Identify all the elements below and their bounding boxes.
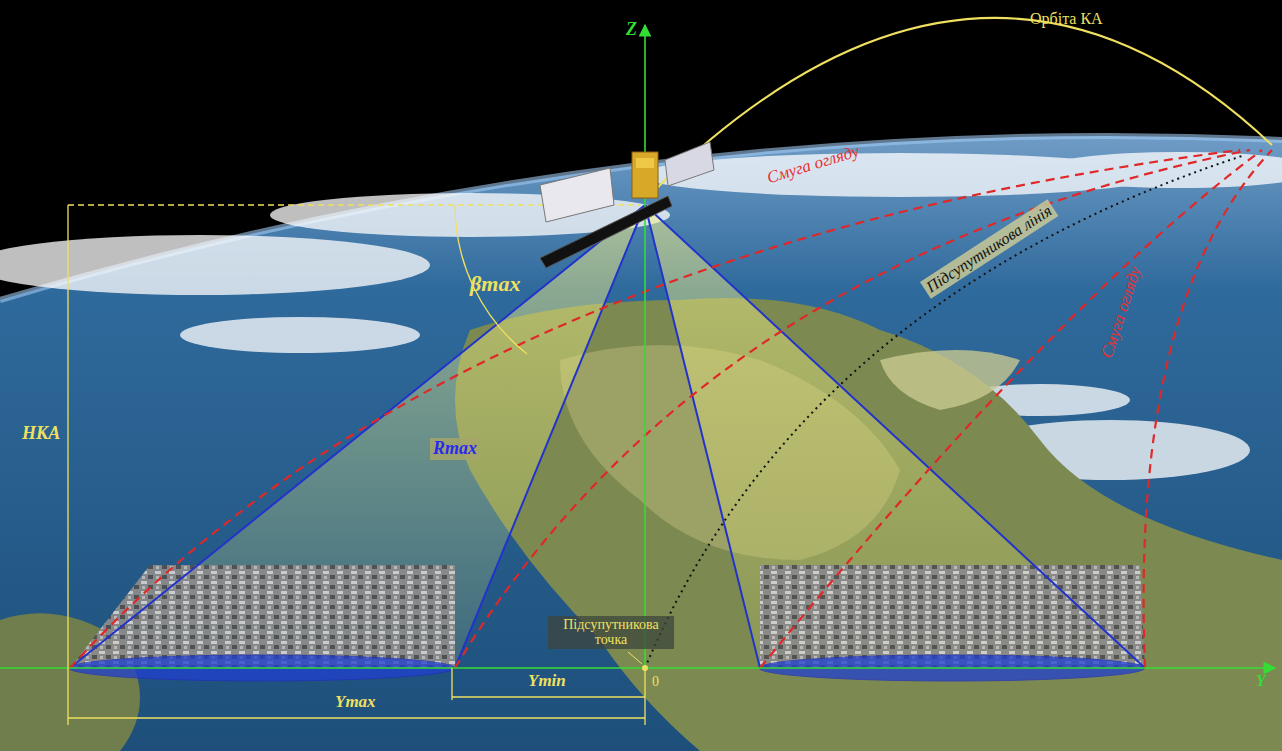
swath-label: Смуга огляду [1098, 264, 1145, 360]
range-label: Rmax [430, 438, 480, 460]
dimension-label: Ymax [335, 693, 376, 712]
dimension-label: Ymin [528, 672, 566, 691]
orbit-label: Орбіта КА [1030, 10, 1103, 28]
dimension-label: HКА [22, 424, 60, 444]
axis-label: Z [626, 20, 637, 40]
point-label: Підсупутникова точка [548, 616, 674, 649]
angle-label: βmax [470, 272, 520, 296]
axis-label: Y [1256, 672, 1266, 690]
origin-label: 0 [652, 674, 659, 689]
swath-label: Смуга огляду [765, 142, 862, 188]
track-label: Підсупутникова лінія [920, 199, 1058, 298]
